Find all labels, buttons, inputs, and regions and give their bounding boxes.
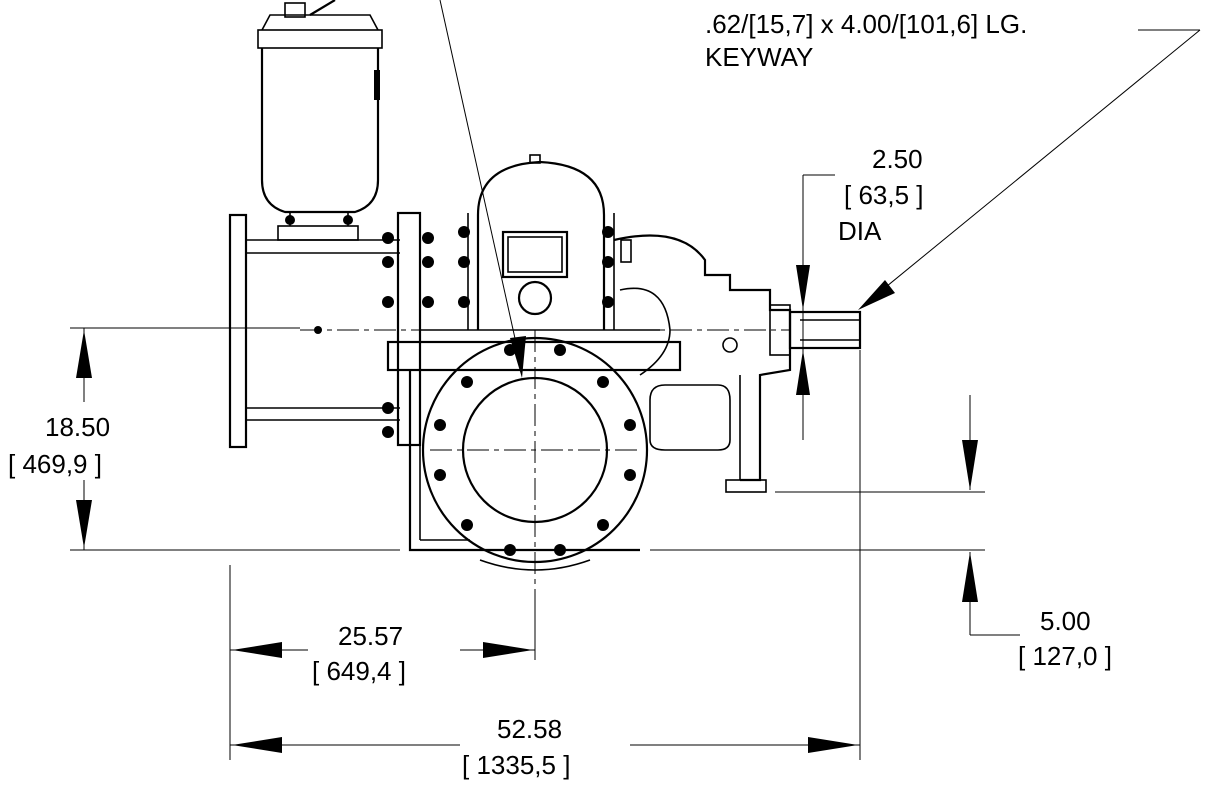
- base-dim-inches: 5.00: [1040, 606, 1091, 636]
- keyway-label-line1: .62/[15,7] x 4.00/[101,6] LG.: [705, 9, 1027, 39]
- offset-dim-mm: [ 649,4 ]: [312, 656, 406, 686]
- length-dim-mm: [ 1335,5 ]: [462, 750, 570, 780]
- height-dim-inches: 18.50: [45, 412, 110, 442]
- volute-housing: [458, 154, 615, 330]
- shaft-dim-inches: 2.50: [872, 144, 923, 174]
- pump-outline: [228, 0, 862, 571]
- base-dim-mm: [ 127,0 ]: [1018, 641, 1112, 671]
- keyway-label-line2: KEYWAY: [705, 42, 813, 72]
- height-dim-mm: [ 469,9 ]: [8, 449, 102, 479]
- shaft-dim-mm: [ 63,5 ]: [844, 180, 924, 210]
- center-lines: [300, 329, 790, 600]
- shaft-dim-dia: DIA: [838, 216, 882, 246]
- dimension-lines: [70, 0, 1201, 760]
- offset-dim-inches: 25.57: [338, 621, 403, 651]
- priming-tank: [257, 0, 383, 241]
- length-dim-inches: 52.58: [497, 714, 562, 744]
